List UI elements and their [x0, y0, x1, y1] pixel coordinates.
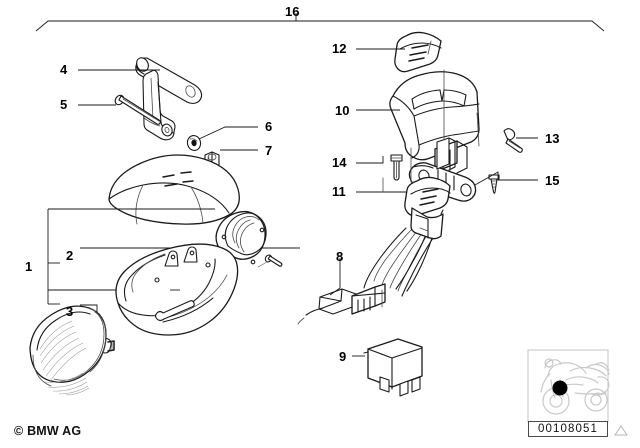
callout-3: 3	[66, 304, 74, 319]
part-bolt-14	[390, 154, 403, 181]
part-screw-15	[488, 174, 500, 194]
group-bracket-16	[35, 13, 605, 32]
callout-10: 10	[335, 103, 350, 118]
callout-12: 12	[332, 41, 347, 56]
part-bezel-2	[215, 210, 283, 268]
part-rocker-cap-12	[394, 31, 442, 73]
part-cover-shell	[108, 153, 240, 225]
callout-16: 16	[285, 4, 300, 19]
callout-2: 2	[66, 248, 74, 263]
callout-1: 1	[25, 259, 33, 274]
callout-6: 6	[265, 119, 273, 134]
part-lens	[29, 305, 107, 396]
part-bolt-5	[114, 94, 161, 125]
part-number-text: 00108051	[538, 423, 598, 435]
leader-lines	[78, 48, 538, 357]
part-screw-13	[503, 128, 523, 153]
callout-14: 14	[332, 155, 347, 170]
callout-15: 15	[545, 173, 560, 188]
callout-4: 4	[60, 62, 68, 77]
callout-7: 7	[265, 143, 273, 158]
copyright-notice: © BMW AG	[14, 424, 82, 438]
callout-8: 8	[336, 249, 344, 264]
callout-11: 11	[332, 184, 346, 199]
vehicle-thumbnail	[527, 349, 628, 436]
part-relay-9	[363, 338, 423, 397]
location-dot-icon	[552, 380, 568, 396]
callout-9: 9	[339, 349, 347, 364]
callout-5: 5	[60, 97, 68, 112]
part-number-box: 00108051	[528, 421, 608, 437]
part-bracket-4	[135, 57, 203, 141]
triangle-icon	[614, 425, 628, 436]
part-connector-8	[297, 288, 357, 325]
part-housing-cover-10	[389, 71, 480, 174]
part-switch-unit-11	[395, 176, 451, 292]
part-washer-6	[186, 134, 202, 152]
part-headlight-housing	[115, 243, 239, 336]
part-wiring-harness	[351, 227, 434, 315]
callout-13: 13	[545, 131, 560, 146]
